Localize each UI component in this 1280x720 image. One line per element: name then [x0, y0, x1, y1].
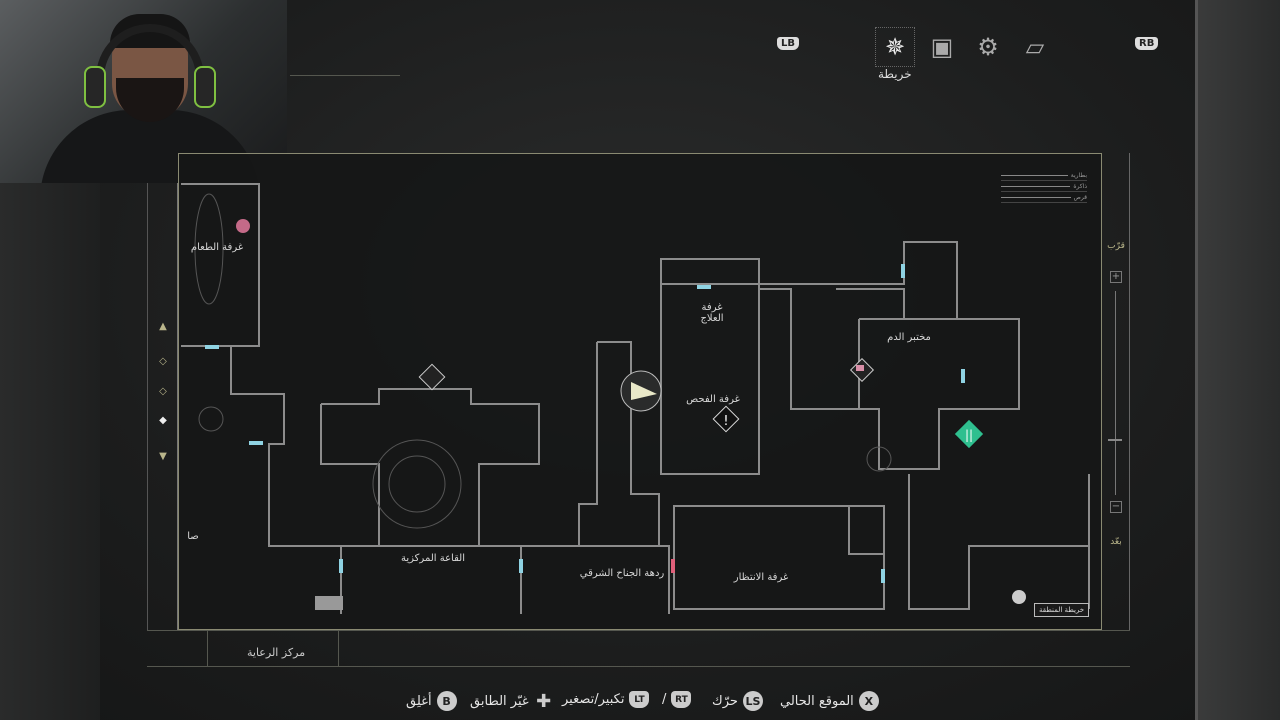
room-exam: [660, 258, 760, 475]
divider: [147, 630, 1130, 631]
map-details: [194, 193, 892, 529]
room-label-partial: صا: [187, 531, 199, 542]
zoom-out-button[interactable]: −: [1110, 501, 1122, 513]
divider: [338, 630, 339, 666]
room-label-east-wing-lobby: ردهة الجناح الشرقي: [579, 568, 665, 579]
save-room-icon: ||: [954, 419, 984, 449]
room-label-dining: غرفة الطعام: [190, 242, 244, 253]
gears-icon[interactable]: ⚙: [977, 33, 999, 61]
exclamation-marker-icon: !: [712, 405, 740, 433]
typewriter-icon: [849, 357, 875, 383]
floor-up-button[interactable]: ▲: [159, 320, 167, 332]
divider: [290, 75, 400, 76]
locked-door: [671, 559, 675, 573]
room-label-main-hall: القاعة المركزية: [401, 553, 465, 564]
background-wall-left: [0, 183, 100, 720]
files-icon[interactable]: ▱: [1025, 33, 1045, 61]
svg-text:!: !: [723, 414, 728, 429]
map-legend: بطارية ذاكرة قرص: [1001, 170, 1087, 203]
hint-rt[interactable]: RT/: [662, 691, 692, 708]
backpack-icon[interactable]: ▣: [930, 33, 954, 61]
floor-selector: ▲ ◇ ◇ ◆ ▼: [147, 183, 178, 630]
legend-item: قرص: [1001, 192, 1087, 203]
zone-marker-icon: [1012, 590, 1026, 604]
webcam-overlay: [0, 0, 287, 183]
player-location-icon: [620, 370, 662, 412]
floor-2-button[interactable]: ◇: [159, 385, 167, 397]
room-southeast: [908, 474, 1090, 610]
room-label-waiting: غرفة الانتظار: [733, 572, 789, 583]
top-nav: LB ✵ ▣ ⚙ ▱ خريطة RB: [0, 24, 1280, 94]
zoom-track[interactable]: [1115, 291, 1116, 495]
corridor-west: [181, 345, 342, 614]
area-name: مركز الرعاية: [247, 646, 306, 659]
room-waiting: [673, 505, 885, 610]
background-wall-right: [1195, 0, 1280, 720]
zone-map-button[interactable]: خريطة المنطقة: [1034, 603, 1090, 617]
divider: [147, 666, 1130, 667]
legend-item: ذاكرة: [1001, 181, 1087, 192]
floor-3-button[interactable]: ◇: [159, 355, 167, 367]
room-main-hall: [320, 388, 540, 614]
floor-1-button-selected[interactable]: ◆: [159, 414, 167, 426]
svg-text:||: ||: [965, 428, 973, 442]
item-box-icon: [315, 596, 343, 610]
zoom-slider: قرّب + − بعّد: [1102, 153, 1130, 630]
floor-down-button[interactable]: ▼: [159, 450, 167, 462]
zoom-in-button[interactable]: +: [1110, 271, 1122, 283]
zoom-handle[interactable]: [1108, 439, 1122, 441]
room-dining: [181, 183, 260, 347]
dpad-icon: ✚: [536, 690, 552, 712]
map-panel[interactable]: || ! غرفة الطعام غرفة العلاج مختبر الدم …: [178, 153, 1102, 630]
hint-change-floor[interactable]: ✚غيّر الطابق: [470, 690, 554, 712]
room-label-blood-lab: مختبر الدم: [887, 332, 931, 343]
compass-icon[interactable]: ✵: [875, 27, 915, 67]
legend-item: بطارية: [1001, 170, 1087, 181]
room-label-exam: غرفة الفحص: [686, 394, 740, 405]
divider: [207, 630, 208, 666]
headset-icon: [84, 24, 216, 108]
lb-button[interactable]: LB: [777, 37, 799, 50]
item-diamond-icon: [418, 363, 446, 391]
room-label-treatment: غرفة العلاج: [700, 302, 724, 324]
rb-button[interactable]: RB: [1135, 37, 1159, 50]
doors: [205, 264, 965, 583]
room-blood-lab: [836, 288, 1019, 409]
tab-map-label: خريطة: [878, 67, 912, 81]
room-east-wing-lobby: [521, 341, 670, 614]
map-floorplan: || !: [181, 183, 1090, 614]
herb-icon: [236, 219, 250, 233]
zoom-in-label: قرّب: [1107, 241, 1125, 251]
zoom-out-label: بعّد: [1110, 537, 1122, 547]
